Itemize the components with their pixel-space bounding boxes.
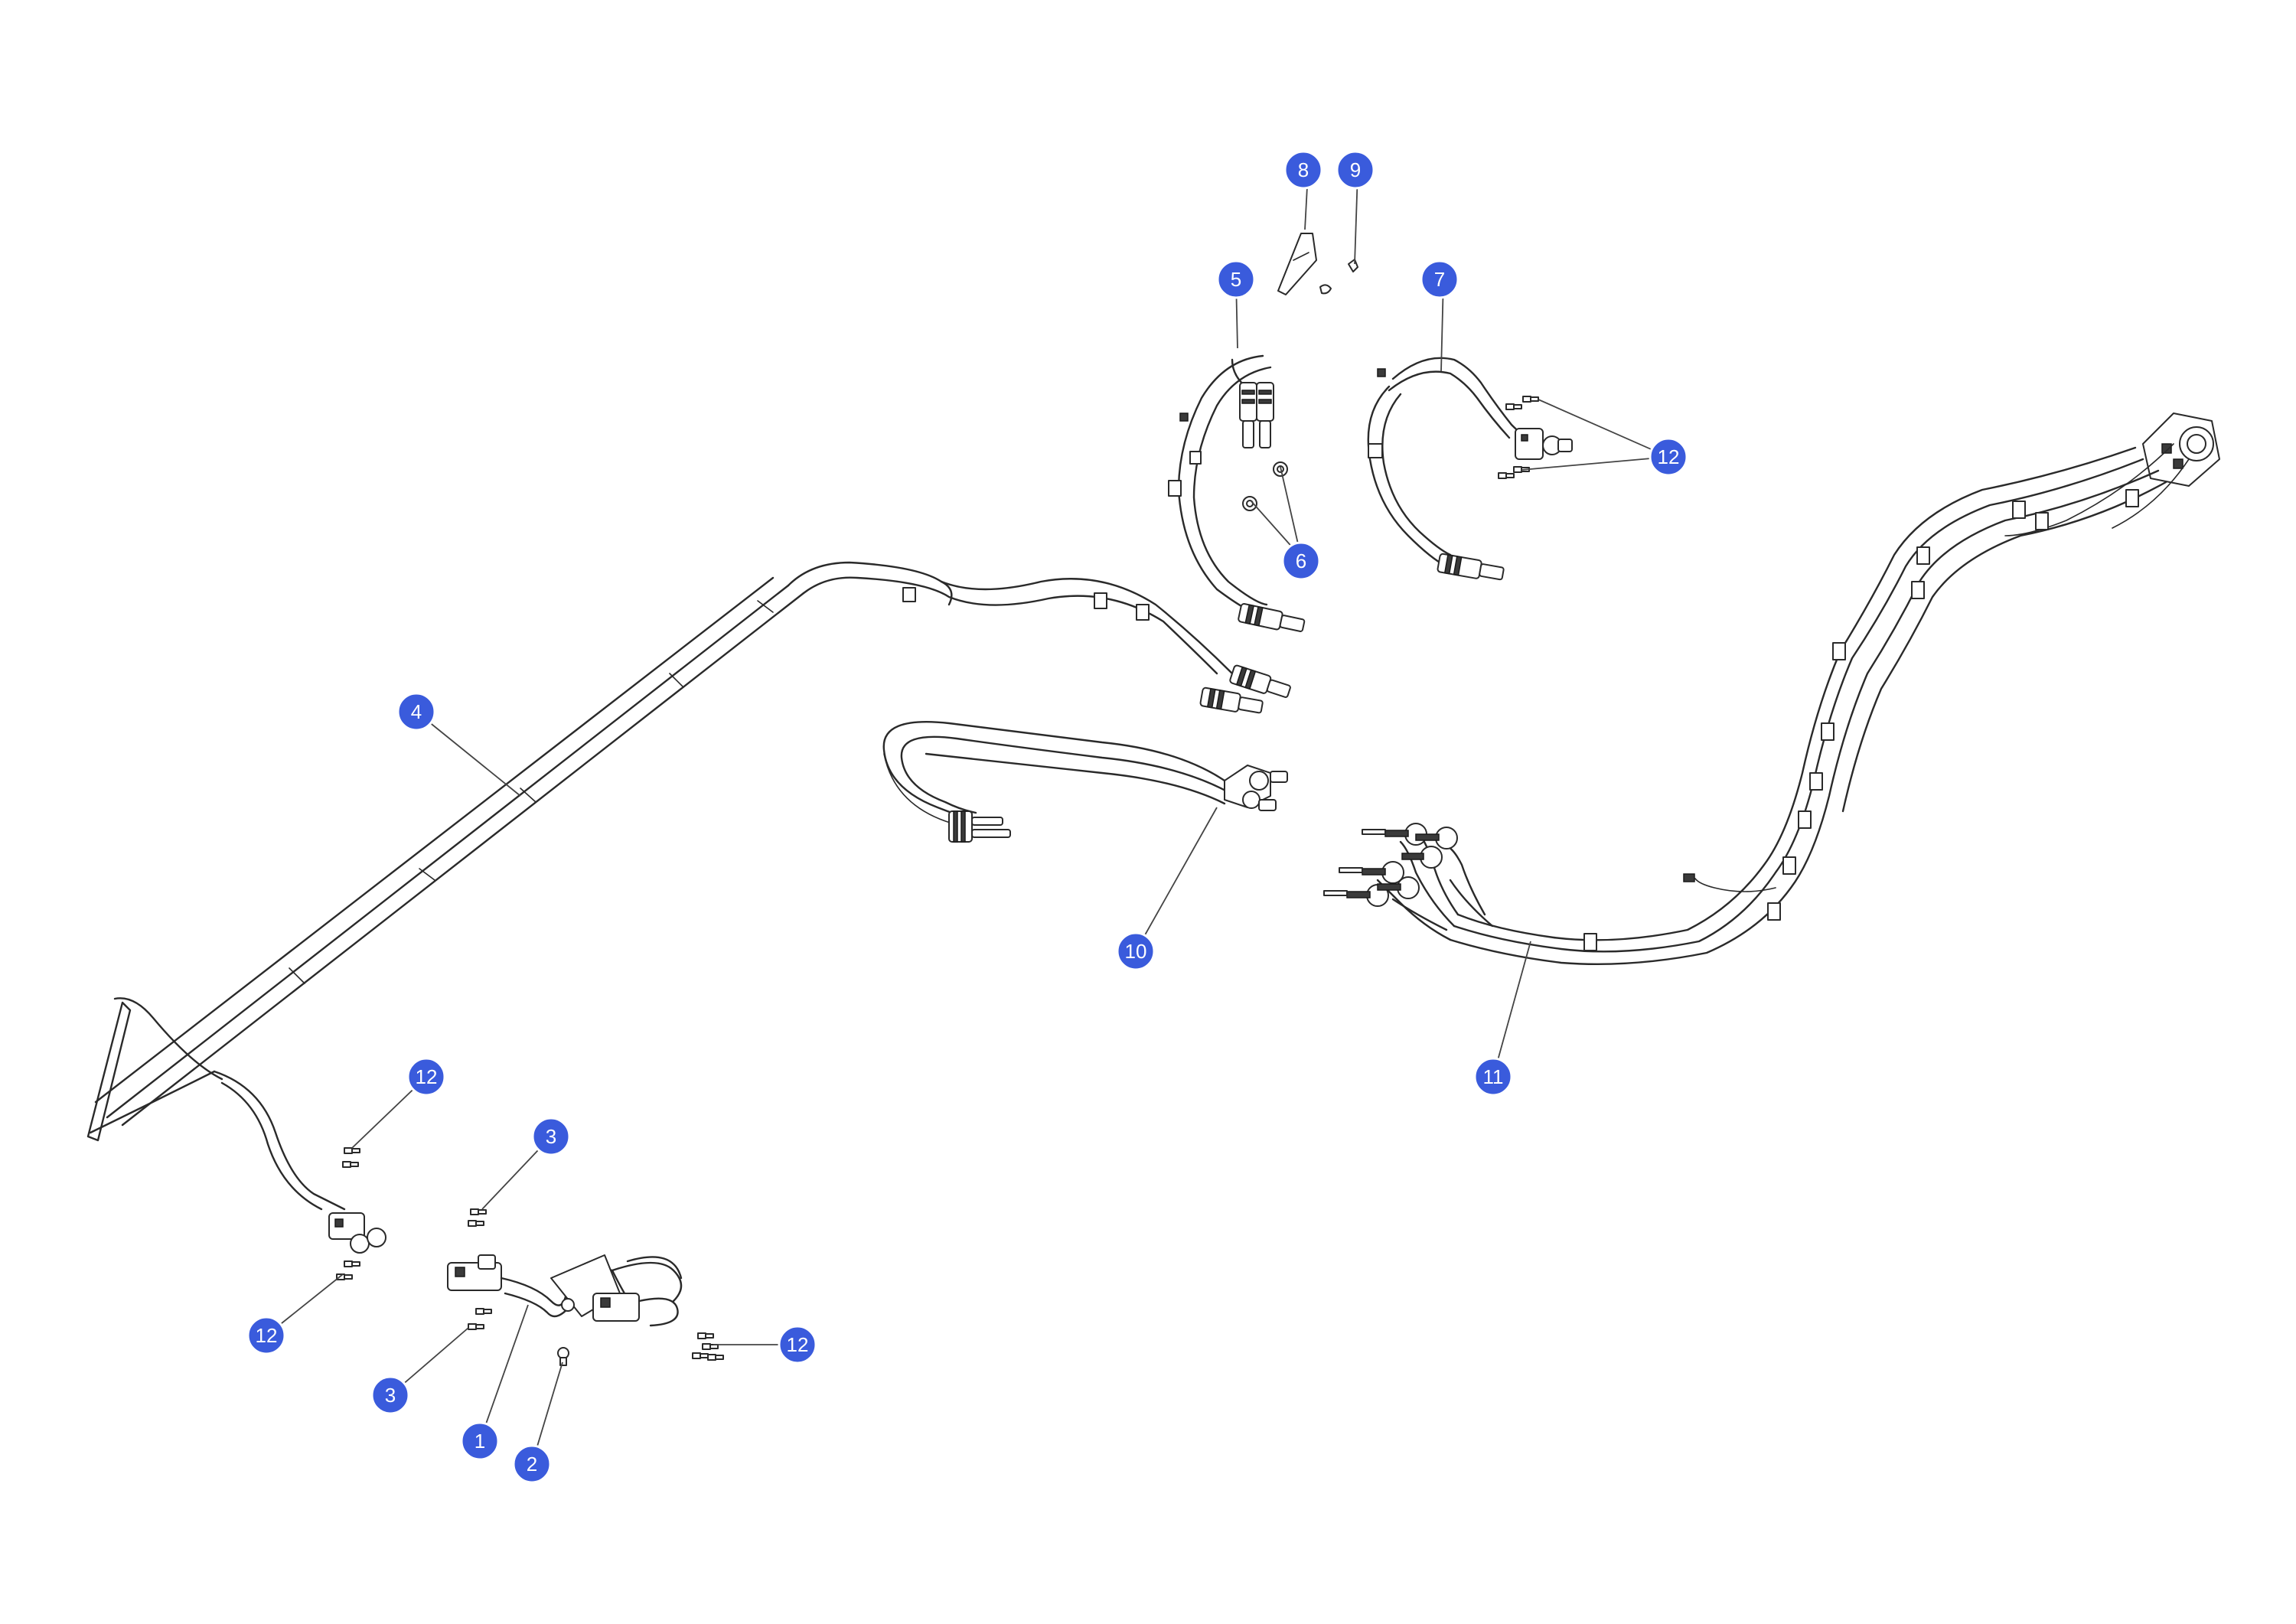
svg-text:5: 5 (1231, 268, 1241, 291)
callout-12-lower-right: 12 (778, 1325, 817, 1365)
svg-text:12: 12 (1658, 445, 1680, 468)
svg-text:10: 10 (1125, 940, 1147, 963)
svg-text:12: 12 (256, 1324, 278, 1347)
part-10-hose (882, 720, 1288, 843)
svg-text:12: 12 (787, 1333, 809, 1356)
svg-text:1: 1 (475, 1430, 485, 1453)
callout-8: 8 (1283, 150, 1323, 190)
fasteners (336, 259, 1539, 1366)
callout-3-upper: 3 (531, 1117, 571, 1156)
callout-3-lower: 3 (370, 1375, 410, 1415)
callout-5: 5 (1216, 259, 1256, 299)
svg-text:8: 8 (1298, 158, 1309, 181)
svg-text:7: 7 (1434, 268, 1445, 291)
callout-7: 7 (1420, 259, 1459, 299)
callout-1: 1 (460, 1421, 500, 1461)
svg-text:12: 12 (416, 1065, 438, 1088)
callout-12-upper-left: 12 (406, 1057, 446, 1097)
part-1-hose-assembly (447, 1254, 683, 1327)
callout-2: 2 (512, 1444, 552, 1484)
callout-6: 6 (1281, 541, 1321, 581)
part-8-bracket (1277, 233, 1317, 295)
svg-text:2: 2 (527, 1453, 537, 1476)
svg-text:3: 3 (546, 1125, 556, 1148)
callout-10: 10 (1116, 931, 1156, 971)
callout-4: 4 (396, 692, 436, 732)
callouts: 1 2 3 3 4 5 6 7 8 9 10 11 12 12 12 12 (246, 150, 1688, 1484)
svg-text:9: 9 (1350, 158, 1361, 181)
part-7-hose (1367, 357, 1573, 581)
callout-11: 11 (1473, 1057, 1513, 1097)
callout-12-upper-right: 12 (1649, 437, 1688, 477)
part-5-hose (1168, 354, 1306, 632)
svg-text:6: 6 (1296, 549, 1306, 572)
part-11-harness (1323, 413, 2220, 965)
callout-9: 9 (1336, 150, 1375, 190)
svg-text:3: 3 (385, 1384, 396, 1407)
part-4-main-hose (86, 561, 1291, 1254)
svg-text:4: 4 (411, 700, 422, 723)
svg-text:11: 11 (1483, 1065, 1504, 1088)
callout-12-lower-left: 12 (246, 1316, 286, 1355)
